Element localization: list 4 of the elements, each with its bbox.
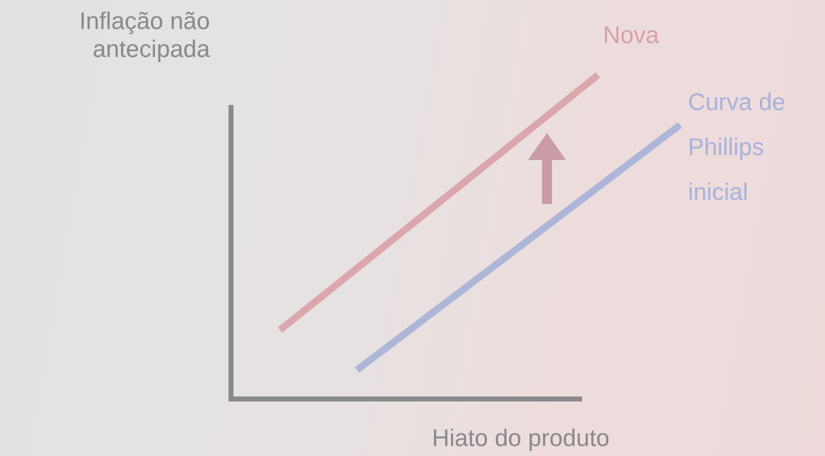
curve-label: Nova [603,22,660,50]
curve-label: Curva de Phillips inicial [688,88,786,208]
axis-title: Hiato do produto [432,424,610,454]
axis-title: Inflação não antecipada [78,8,210,64]
